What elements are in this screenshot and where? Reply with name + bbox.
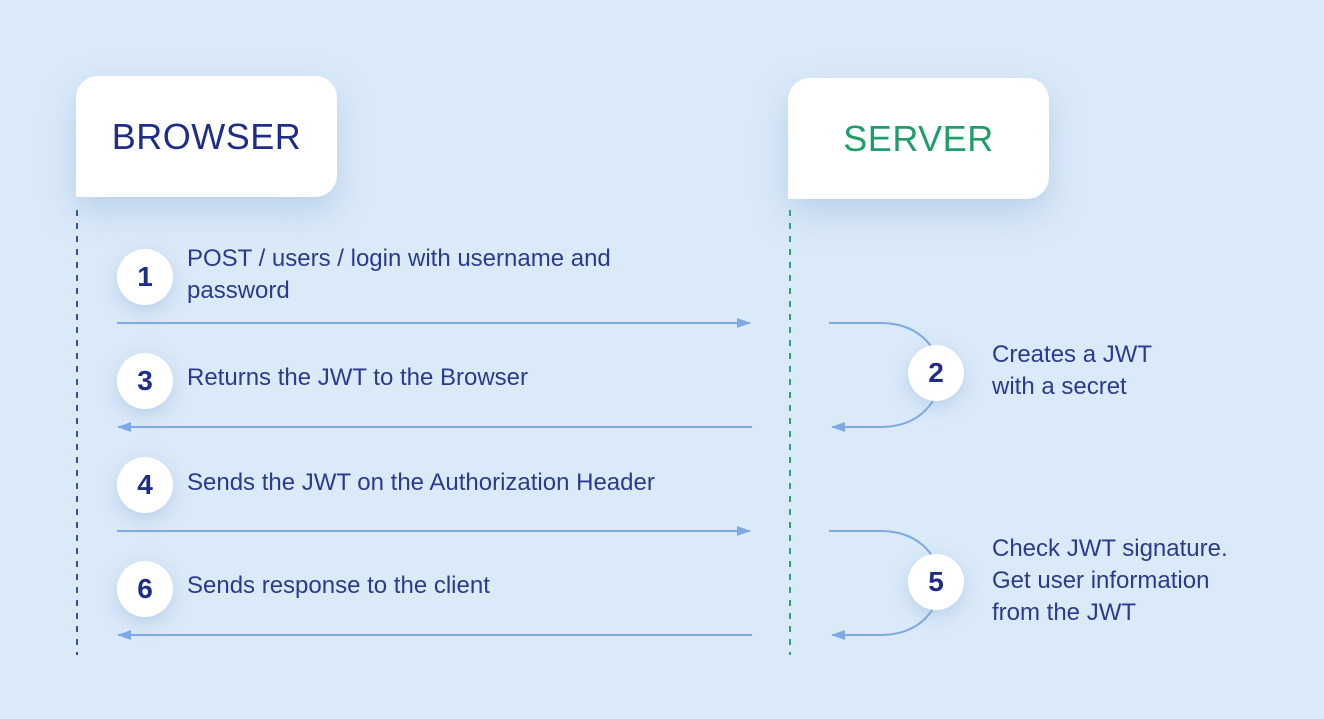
browser-actor-label: BROWSER: [111, 115, 302, 157]
step-1-text: POST / users / login with username and p…: [187, 245, 611, 304]
step-3-text: Returns the JWT to the Browser: [187, 364, 529, 391]
server-actor-box: SERVER: [788, 78, 1049, 199]
step-6-number: 6: [137, 573, 153, 604]
step-3-number: 3: [137, 365, 153, 396]
step-3-badge: 3: [117, 353, 173, 409]
step-4-badge: 4: [117, 457, 173, 513]
step-1-number: 1: [137, 261, 153, 292]
step-2-badge: 2: [908, 345, 964, 401]
browser-actor-box: BROWSER: [76, 76, 337, 197]
step-4-text: Sends the JWT on the Authorization Heade…: [187, 469, 655, 496]
step-2-number: 2: [928, 357, 944, 388]
step-6-badge: 6: [117, 561, 173, 617]
step-2-text: Creates a JWT with a secret: [992, 341, 1153, 400]
step-5-text: Check JWT signature. Get user informatio…: [992, 535, 1228, 626]
step-5-number: 5: [928, 566, 944, 597]
server-actor-label: SERVER: [843, 117, 994, 159]
step-5-badge: 5: [908, 554, 964, 610]
step-1-badge: 1: [117, 249, 173, 305]
step-6-text: Sends response to the client: [187, 572, 490, 599]
step-4-number: 4: [137, 469, 153, 500]
